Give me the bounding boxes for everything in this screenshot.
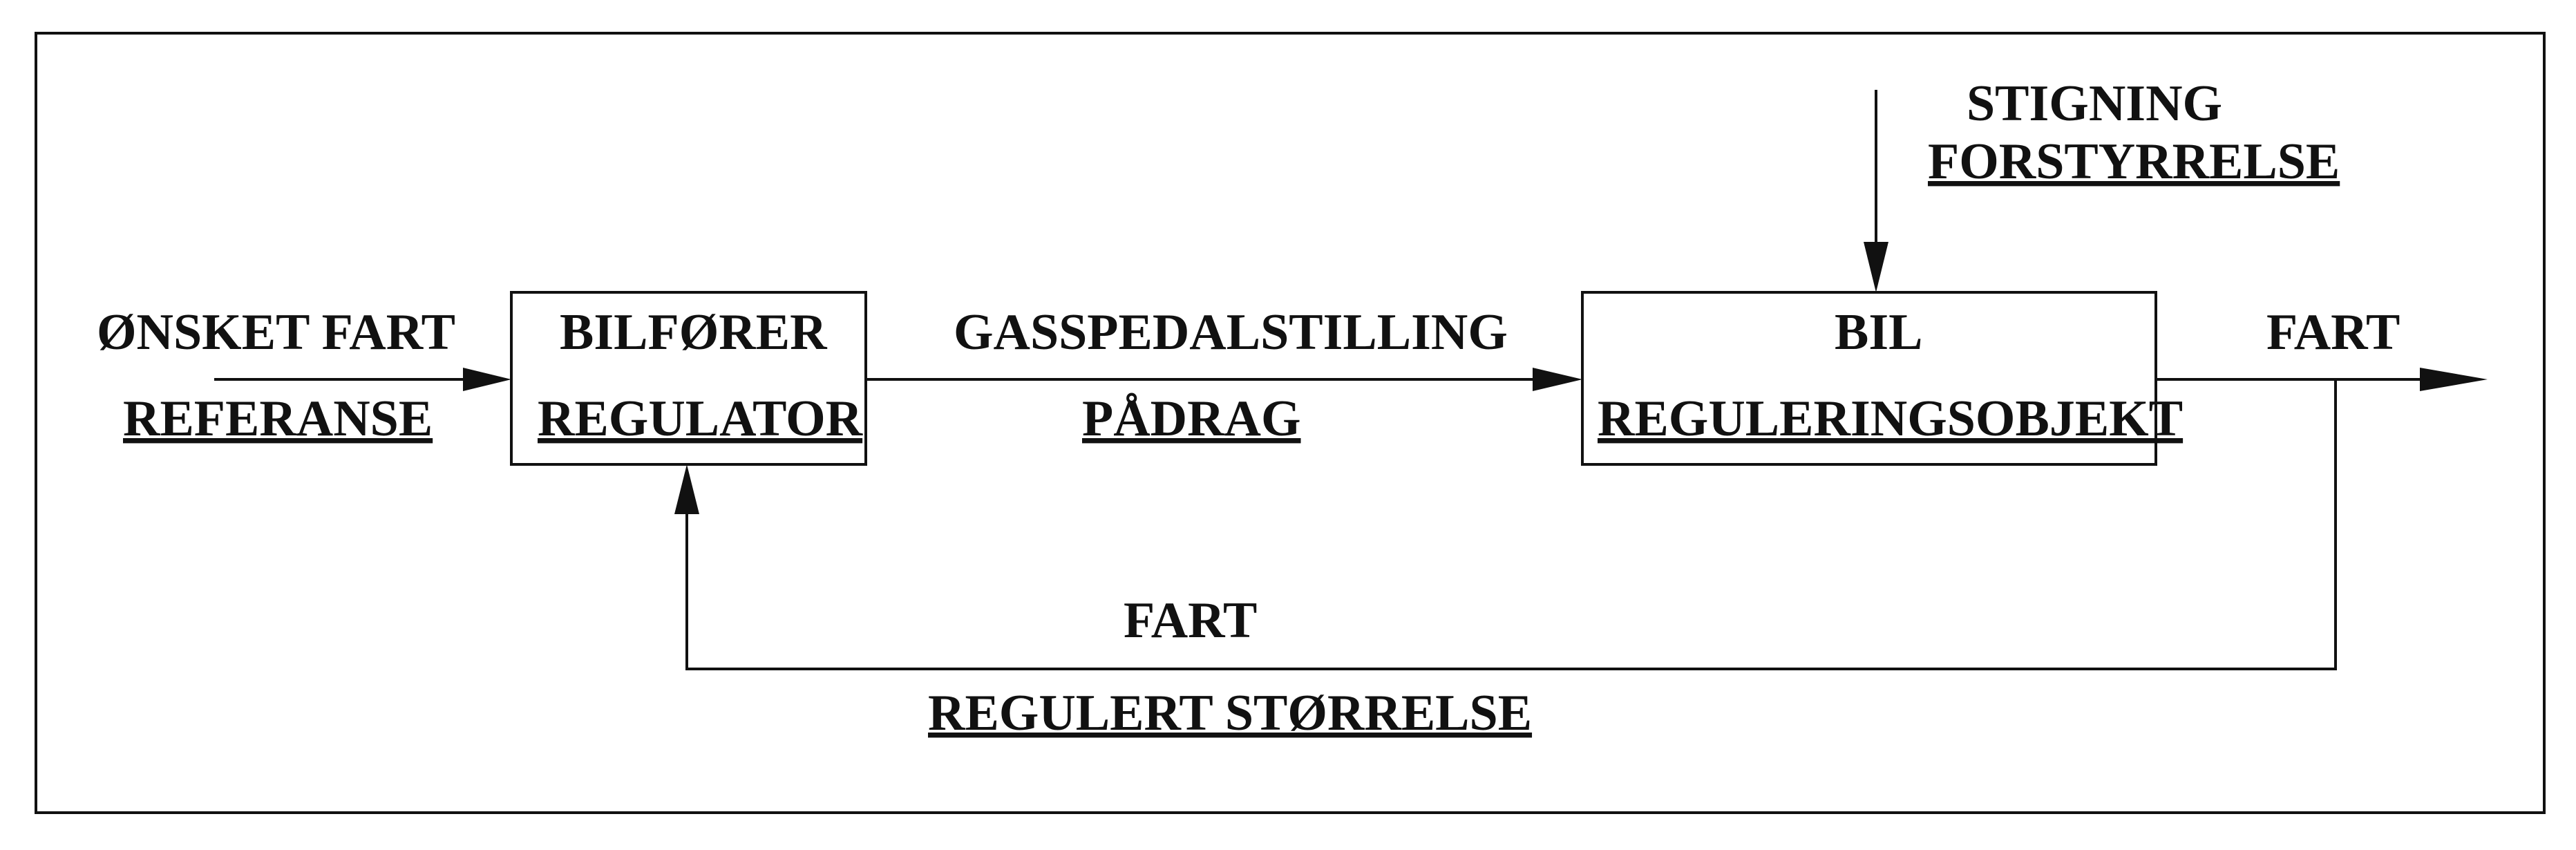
- control-signal-label-top: GASSPEDALSTILLING: [954, 304, 1508, 361]
- input-label-bottom: REFERANSE: [123, 390, 433, 447]
- controller-label-bottom: REGULATOR: [538, 390, 864, 447]
- plant-block: [1581, 291, 2157, 466]
- input-arrowhead: [463, 368, 511, 391]
- output-label: FART: [2266, 304, 2400, 361]
- plant-label-bottom: REGULERINGSOBJEKT: [1598, 390, 2183, 447]
- disturbance-label-top: STIGNING: [1967, 75, 2222, 132]
- feedback-label-bottom: REGULERT STØRRELSE: [928, 685, 1532, 742]
- disturbance-arrowhead: [1864, 242, 1888, 292]
- feedback-arrowhead: [674, 464, 699, 514]
- feedback-label-top: FART: [1124, 592, 1257, 649]
- control-signal-label-bottom: PÅDRAG: [1082, 390, 1301, 447]
- output-arrowhead: [2420, 368, 2488, 391]
- plant-label-top: BIL: [1835, 304, 1923, 361]
- disturbance-label-bottom: FORSTYRRELSE: [1928, 133, 2340, 190]
- controller-label-top: BILFØRER: [560, 304, 828, 361]
- controller-block: [510, 291, 867, 466]
- input-label-top: ØNSKET FART: [97, 304, 455, 361]
- control-signal-arrowhead: [1533, 368, 1582, 391]
- feedback-path: [685, 379, 2337, 670]
- diagram-frame: [35, 32, 2546, 814]
